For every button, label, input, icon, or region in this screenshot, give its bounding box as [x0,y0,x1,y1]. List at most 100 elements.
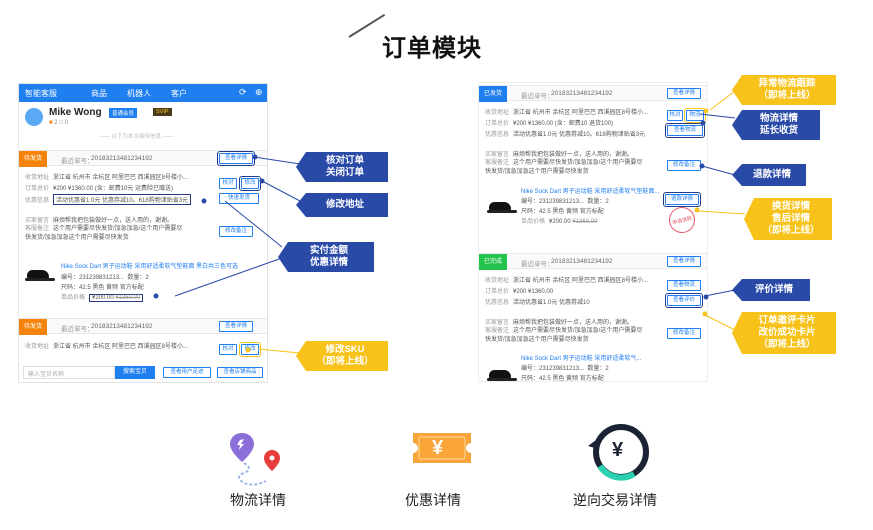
callout-logistics-extend: 物流详情 延长收货 [732,110,820,140]
product-size: 尺码：42.5 黑色 黄频 官方标配 [61,285,144,291]
reverse-glyph: ¥ [612,439,624,461]
buyer-remark-row: 买家留言麻烦帮我把包装做好一点，送人用的，谢谢。 [25,218,174,224]
service-remark-row: 客服备注这个用户需要尽快发货/加急加急/这个用户需要尽快发货/加急加急这个用户需… [485,160,643,175]
product-image [487,199,517,213]
tab-smart-service[interactable]: 智能客服 [25,89,57,98]
callout-modify-address: 修改地址 [296,193,388,217]
address-row: 收货地址浙江省 杭州市 余杭区 阿里巴巴 西溪园区8号楼小... [485,110,649,116]
goods-search-input[interactable]: 输入宝贝名称 [23,366,115,379]
tab-robot[interactable]: 机器人 [127,89,151,98]
reverse-transaction-icon [588,424,649,481]
product-sku: 编号：231239831213... 数量：2 [61,275,149,281]
status-badge: 已完成 [479,254,507,270]
view-review-button[interactable]: 查看评价 [665,293,703,308]
refresh-icon[interactable]: ⟳ [239,87,247,97]
total-row: 订单总价¥200 ¥1360.00 (含：邮费10元 运费险已赠送) [25,186,174,192]
status-badge: 待发货 [19,319,47,335]
tab-customer[interactable]: 客户 [171,89,187,98]
order-no-label: 最近单号： [521,261,554,268]
avatar [25,108,43,126]
coin-icon: ■ [49,120,53,126]
session-hint: —— 以下为本次接待信息 —— [99,134,174,140]
service-remark-row: 客服备注这个用户需要尽快发货/加急加急/这个用户需要尽快发货/加急加急这个用户需… [25,226,183,241]
refund-detail-button[interactable]: 退款详情 [663,192,701,207]
address-row: 收货地址浙江省 杭州市 余杭区 阿里巴巴 西溪园区8号楼小... [25,175,189,181]
callout-review-card: 订单邀评卡片 改价成功卡片 （即将上线） [732,312,836,354]
tab-goods[interactable]: 商品 [91,89,107,98]
right-order-panel: 已发货 最近单号： 20183213481234192 查看详情 收货地址浙江省… [478,82,708,382]
modify-remark-button[interactable]: 修改备注 [667,328,701,339]
coupon-glyph: ¥ [432,437,444,459]
product-size: 尺码：42.5 黑色 黄频 官方标配 [521,209,604,215]
coupon-row: 优惠信息活动优惠省1.0元 优惠券减10 [485,300,590,306]
verify-button[interactable]: 核对 [219,178,237,189]
user-counts: ■ 2 □ 0 [49,120,68,126]
product-price: 单品价格¥200.00 ¥1360.00 [61,292,267,302]
order-no-label: 最近单号： [61,158,94,165]
buyer-remark-row: 买家留言麻烦帮我把包装做好一点，送人用的，谢谢。 [485,320,634,326]
order-no-label: 最近单号： [61,326,94,333]
page-title: 订单模块 [382,35,482,62]
product-size: 尺码：42.5 黑色 黄频 官方标配 [521,376,604,382]
search-goods-button[interactable]: 搜索宝贝 [115,366,155,379]
coupon-row: 优惠信息活动优惠省1.0元 优惠券减10。618购物津贴省3元 [25,194,267,205]
order-header: 待发货 最近单号： 20183213481234192 [19,150,267,167]
total-row: 订单总价¥200 ¥1360.00 [485,289,554,295]
view-detail-button[interactable]: 查看详情 [667,256,701,267]
coupon-row: 优惠信息活动优惠省1.0元 优惠券减10。618购物津贴省3元 [485,132,646,138]
status-badge: 已发货 [479,86,507,102]
order-no: 20183213481234192 [551,258,613,265]
product-image [25,267,55,281]
callout-verify-close: 核对订单 关闭订单 [296,152,388,182]
product-sku: 编号：231239831213... 数量：2 [521,366,609,372]
chat-icon: □ [59,120,63,126]
modify-address-button[interactable]: 修改 [239,176,261,191]
product-sku: 编号：231239831213... 数量：2 [521,199,609,205]
left-top-tabs: 智能客服 商品 机器人 客户 ⟳ ⊕ [19,84,267,102]
verify-button[interactable]: 核对 [219,344,237,355]
add-icon[interactable]: ⊕ [255,87,263,97]
callout-paid-coupon: 实付金额 优惠详情 [278,242,374,272]
view-logistics-button[interactable]: 查看物流 [665,123,705,138]
order-no: 20183213481234192 [91,323,153,330]
view-logistics-button[interactable]: 查看物流 [667,280,701,291]
service-remark-row: 客服备注这个用户需要尽快发货/加急加急/这个用户需要尽快发货/加急加急这个用户需… [485,328,643,343]
member-tag: 普通会员 [109,108,138,118]
callout-refund: 退款详情 [732,164,806,186]
logistics-button[interactable]: 物流 [684,108,706,123]
left-chat-panel: 智能客服 商品 机器人 客户 ⟳ ⊕ Mike Wong 普通会员 SVIP ■… [18,83,268,383]
order-no: 20183213481234192 [551,90,613,97]
verify-button[interactable]: 核对 [667,110,683,121]
logistics-icon [230,433,280,486]
total-row: 订单总价¥200 ¥1360.00 (含：邮费10 退货100) [485,121,614,127]
callout-abnormal-logistics: 异常物流跟踪 （即将上线） [732,75,836,105]
status-badge: 待发货 [19,151,47,167]
callout-review: 评价详情 [732,279,810,301]
order-no-label: 最近单号： [521,93,554,100]
view-footprint-button[interactable]: 查看用户足迹 [163,367,211,378]
quick-ship-button[interactable]: 快速发货 [219,193,259,204]
vip-badge: SVIP [153,108,172,116]
address-row: 收货地址浙江省 杭州市 余杭区 阿里巴巴 西溪园区8号楼小... [485,278,649,284]
product-name[interactable]: Nike Sock Dart 男子运动鞋 采用舒适柔软气垫鞋面 黑白共三色可选 [61,264,239,270]
label-logistics: 物流详情 [230,492,286,508]
order-no: 20183213481234192 [91,155,153,162]
view-detail-button[interactable]: 查看详情 [219,321,253,332]
buyer-remark-row: 买家留言麻烦帮我把包装做好一点，送人用的，谢谢。 [485,152,634,158]
view-detail-button[interactable]: 查看详情 [217,151,255,166]
product-price: 单品价格¥200.00 ¥1360.00 [521,219,598,225]
callout-modify-sku: 修改SKU （即将上线） [296,341,388,371]
product-name[interactable]: Nike Sock Dart 男子运动鞋 采用舒适柔软气垫鞋面... [521,189,660,195]
callout-exchange-aftersale: 换货详情 售后详情 （即将上线） [744,198,832,240]
address-row: 收货地址浙江省 杭州市 余杭区 阿里巴巴 西溪园区8号楼小... [25,344,189,350]
label-reverse: 逆向交易详情 [573,492,657,508]
order-header: 已发货 最近单号： 20183213481234192 [479,85,707,102]
user-name: Mike Wong [49,107,102,118]
view-shop-goods-button[interactable]: 查看店铺商品 [217,367,263,378]
product-image [487,367,517,381]
order-header-2: 已完成 最近单号： 20183213481234192 [479,253,707,270]
view-detail-button[interactable]: 查看详情 [667,88,701,99]
modify-remark-button[interactable]: 修改备注 [219,226,253,237]
product-name[interactable]: Nike Sock Dart 男子运动鞋 采用舒适柔软气... [521,356,642,362]
